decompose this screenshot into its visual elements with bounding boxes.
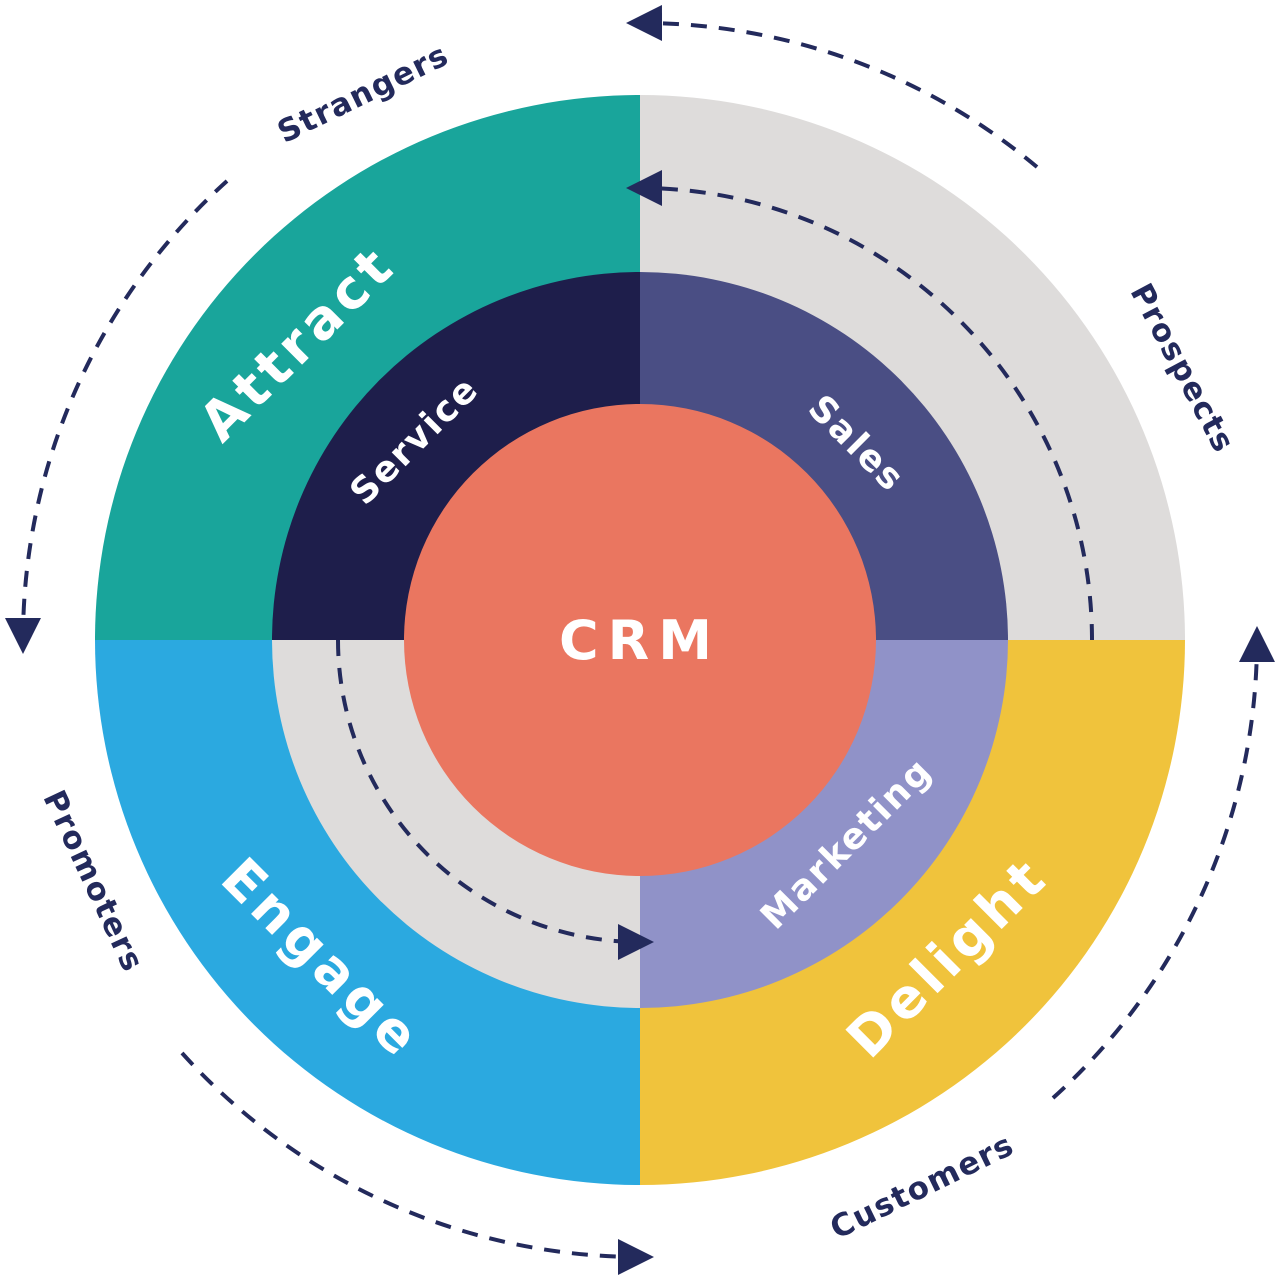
strangers-label: Strangers: [272, 37, 455, 151]
inner-flow-arc-top-right: [626, 170, 1094, 641]
outer-flow-arc-right: [1051, 626, 1275, 1100]
outer-flow-arc-bottom: [180, 1051, 654, 1275]
customers-label: Customers: [825, 1127, 1021, 1247]
outer-flow-arc-left: [4, 179, 229, 654]
crm-center-circle: [404, 404, 876, 876]
inner-flow-arc-bottom-left: [336, 639, 654, 960]
crm-label: CRM: [559, 609, 721, 672]
outer-flow-arc-top: [626, 4, 1039, 169]
